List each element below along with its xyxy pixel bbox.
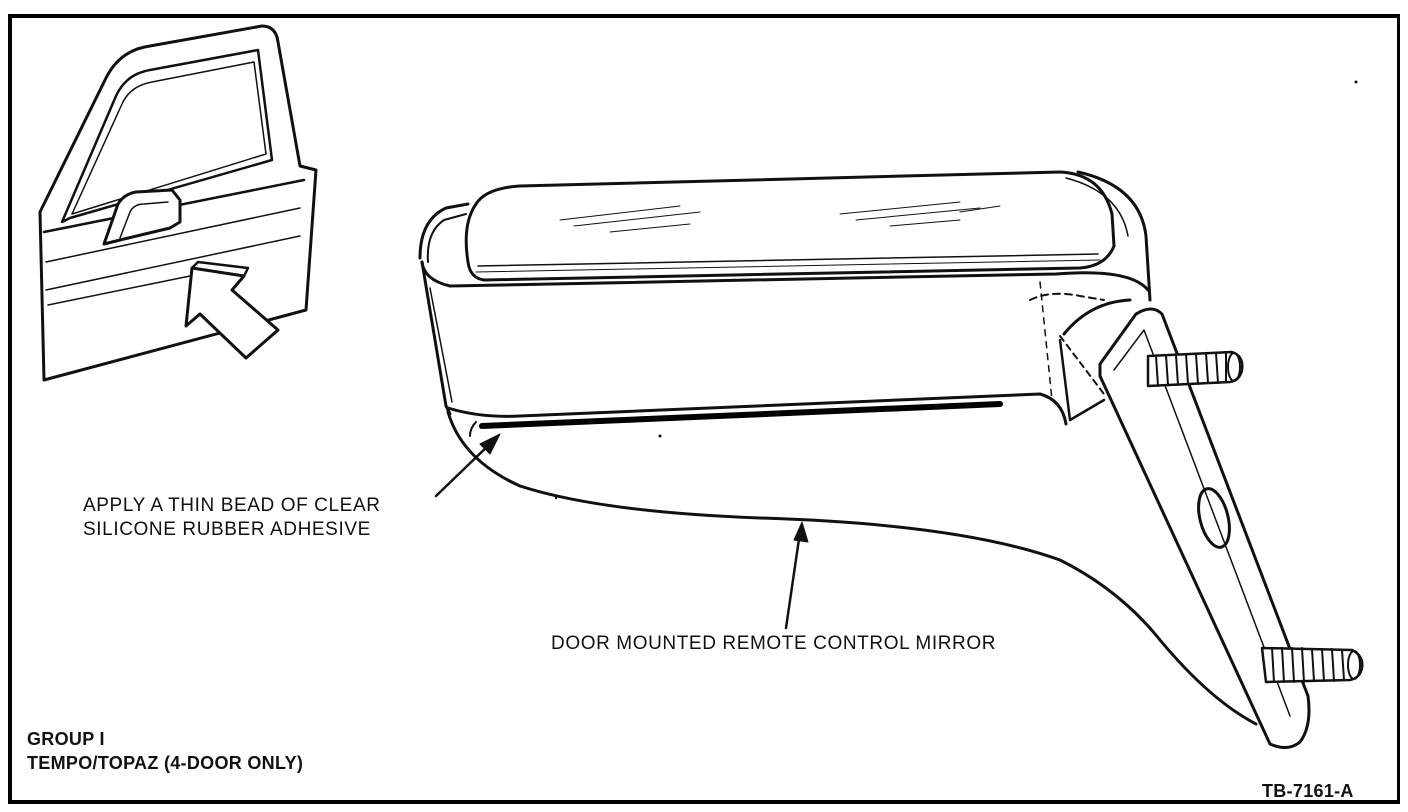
figure-id: TB-7161-A <box>1262 781 1354 801</box>
lower-stud <box>1260 646 1364 684</box>
mirror-callout: DOOR MOUNTED REMOTE CONTROL MIRROR <box>551 633 997 654</box>
mirror-body-drawing <box>418 170 1364 749</box>
adhesive-leader <box>434 433 501 498</box>
group-label: GROUP I <box>27 729 105 749</box>
model-label: TEMPO/TOPAZ (4-DOOR ONLY) <box>27 753 304 773</box>
mirror-leader <box>784 521 809 630</box>
glass-glare <box>559 201 1001 233</box>
adhesive-callout: APPLY A THIN BEAD OF CLEAR SILICONE RUBB… <box>83 494 381 542</box>
group-caption: GROUP I TEMPO/TOPAZ (4-DOOR ONLY) <box>27 727 303 775</box>
adhesive-callout-line1: APPLY A THIN BEAD OF CLEAR <box>83 495 381 516</box>
door-inset-drawing <box>38 24 318 382</box>
upper-stud <box>1146 350 1244 388</box>
adhesive-callout-line2: SILICONE RUBBER ADHESIVE <box>83 519 371 540</box>
